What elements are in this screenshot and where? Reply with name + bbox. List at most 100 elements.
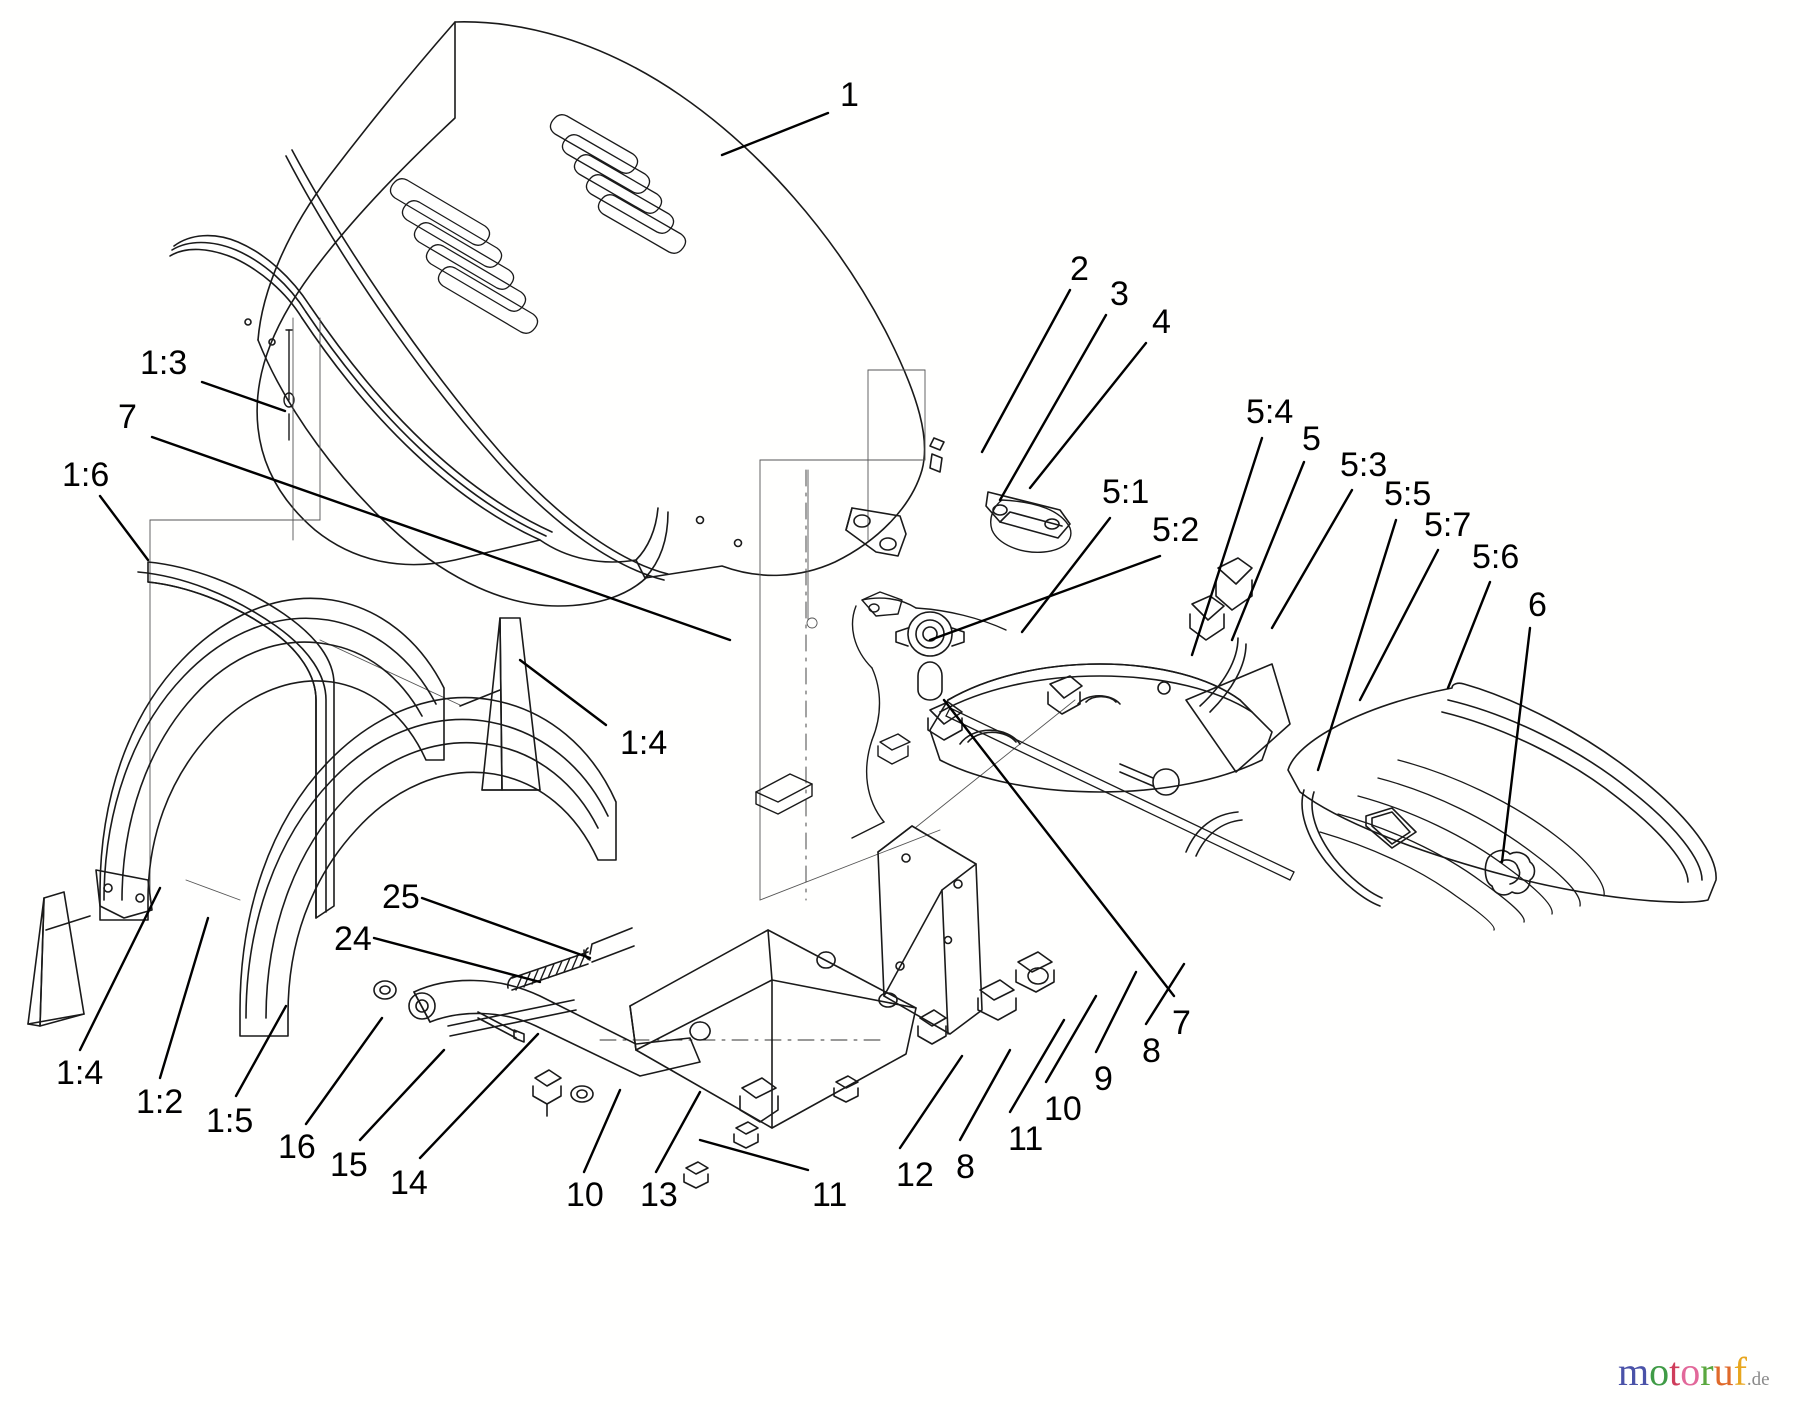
leader-line-5-6: [1446, 580, 1492, 690]
leader-line-7: [150, 435, 732, 642]
part-5-6-grille: [1185, 682, 1717, 931]
parts-2-3-4-hinge-brackets: [845, 437, 1071, 557]
fasteners-bottom: [532, 967, 1049, 1189]
motoruf-watermark: motoruf.de: [1618, 1352, 1770, 1392]
leader-line-5-4: [1190, 436, 1264, 657]
callout-label-3: 3: [1110, 275, 1129, 313]
callout-label-24: 24: [334, 920, 372, 958]
leader-line-12: [898, 1054, 964, 1150]
part-24-spring: [507, 949, 591, 991]
callout-label-1-4: 1:4: [56, 1054, 104, 1092]
part-1-4-gusset-left: [27, 891, 91, 1027]
watermark-letter-1: o: [1649, 1349, 1670, 1394]
leader-line-1-4: [518, 658, 608, 727]
leader-line-4: [1028, 341, 1148, 490]
part-12-support-panel: [629, 825, 1055, 1129]
callout-label-1-6: 1:6: [62, 456, 110, 494]
leader-line-1-3: [200, 380, 287, 413]
watermark-letter-5: u: [1713, 1349, 1734, 1394]
callout-label-11: 11: [1008, 1120, 1044, 1158]
callout-label-13: 13: [640, 1176, 678, 1214]
leader-line-13: [654, 1090, 702, 1174]
callout-label-14: 14: [390, 1164, 428, 1202]
leader-line-9: [1094, 970, 1138, 1054]
leader-line-8: [958, 1048, 1012, 1142]
leader-line-10: [1044, 994, 1098, 1084]
callout-label-5-4: 5:4: [1246, 393, 1294, 431]
callout-label-4: 4: [1152, 303, 1171, 341]
leader-line-16: [304, 1016, 384, 1126]
leader-line-25: [420, 896, 592, 960]
leader-line-11: [1008, 1018, 1066, 1114]
callout-label-5: 5: [1302, 420, 1321, 458]
parts-5-3-5-4-retainers: [927, 557, 1253, 741]
part-15-pin: [477, 1011, 525, 1043]
callout-label-5-2: 5:2: [1152, 511, 1200, 549]
watermark-letter-0: m: [1618, 1349, 1650, 1394]
callout-label-9: 9: [1094, 1060, 1113, 1098]
part-5-5-knob: [1119, 763, 1180, 796]
callout-label-5-5: 5:5: [1384, 475, 1432, 513]
part-1-2-fender: [95, 597, 445, 921]
callout-label-10: 10: [1044, 1090, 1082, 1128]
callout-label-5-3: 5:3: [1340, 446, 1388, 484]
watermark-letter-2: t: [1669, 1349, 1681, 1394]
part-5-front-panel: [929, 637, 1291, 793]
leader-line-24: [372, 936, 542, 984]
watermark-letter-3: o: [1680, 1349, 1701, 1394]
callout-label-1-3: 1:3: [140, 344, 188, 382]
watermark-letter-4: r: [1700, 1349, 1714, 1394]
callout-label-7: 7: [1172, 1004, 1191, 1042]
callout-label-12: 12: [896, 1156, 934, 1194]
leader-line-3: [998, 313, 1108, 502]
watermark-suffix: .de: [1746, 1369, 1770, 1390]
leader-line-5-7: [1358, 548, 1440, 702]
callout-label-8: 8: [1142, 1032, 1161, 1070]
callout-label-1: 1: [840, 76, 859, 114]
leader-line-15: [358, 1048, 446, 1142]
leader-line-5-3: [1270, 488, 1354, 630]
hood-shell: [169, 21, 926, 607]
leader-line-5: [1230, 460, 1306, 642]
callout-label-1-4: 1:4: [620, 724, 668, 762]
watermark-letter-6: f: [1733, 1349, 1747, 1394]
callout-label-5-1: 5:1: [1102, 473, 1150, 511]
callout-label-7: 7: [118, 398, 137, 436]
callout-label-11: 11: [812, 1176, 848, 1214]
leader-line-5-2: [928, 554, 1162, 642]
leader-line-11: [698, 1138, 810, 1172]
leader-line-7: [942, 698, 1176, 998]
leader-line-5-5: [1316, 518, 1398, 772]
callout-label-16: 16: [278, 1128, 316, 1166]
leader-line-1-6: [98, 494, 150, 562]
part-1-3-pin: [283, 329, 295, 441]
leader-line-8: [1144, 962, 1186, 1026]
leader-line-2: [980, 288, 1072, 454]
leader-line-5-1: [1020, 516, 1112, 634]
part-5-1-wire-harness: [755, 499, 1072, 839]
leader-line-14: [418, 1032, 540, 1160]
leader-line-1-2: [158, 916, 210, 1080]
callout-label-10: 10: [566, 1176, 604, 1214]
callout-label-8: 8: [956, 1148, 975, 1186]
part-5-7-trim-rod: [945, 707, 1295, 881]
callout-label-5-6: 5:6: [1472, 538, 1520, 576]
leader-line-1-5: [234, 1004, 288, 1098]
callout-label-15: 15: [330, 1146, 368, 1184]
leader-line-10: [582, 1088, 622, 1174]
callout-label-1-2: 1:2: [136, 1083, 184, 1121]
callout-label-5-7: 5:7: [1424, 506, 1472, 544]
part-1-4-gusset-middle: [459, 617, 541, 791]
part-16-washer: [373, 980, 397, 1000]
leader-line-1-4: [78, 886, 162, 1052]
callout-label-2: 2: [1070, 250, 1089, 288]
part-1-5-fender: [239, 696, 617, 1037]
callout-label-25: 25: [382, 878, 420, 916]
part-14-link-arm: [408, 979, 701, 1077]
part-6-clip: [1484, 849, 1536, 896]
leader-line-1: [720, 111, 830, 157]
leader-line-6: [1500, 626, 1532, 864]
